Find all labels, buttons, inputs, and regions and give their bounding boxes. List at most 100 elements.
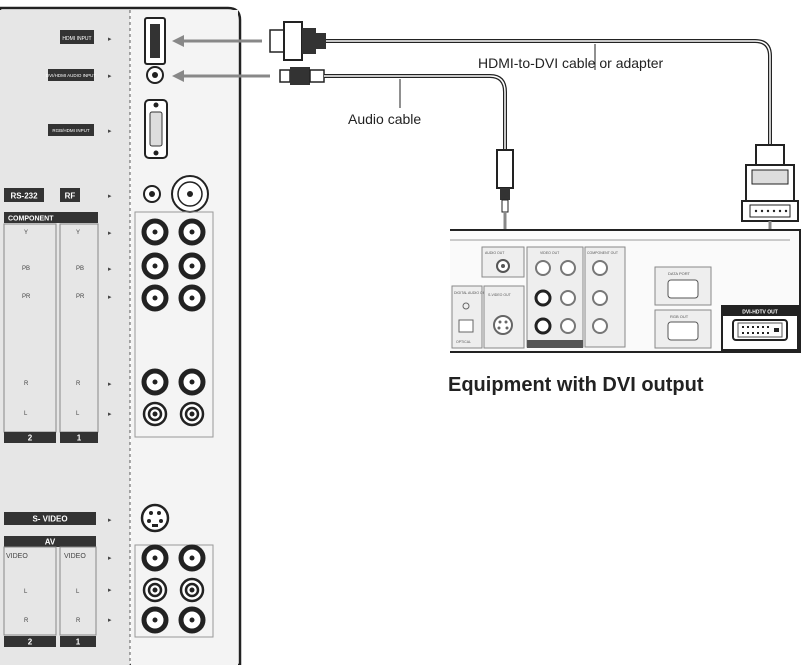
svg-text:▸: ▸ [108, 555, 112, 562]
av-r-1: R [76, 618, 81, 624]
hdmi-plug [269, 21, 326, 61]
optical-port[interactable] [458, 319, 474, 333]
dvi-audio-label: DVI/HDMI AUDIO INPUT [46, 73, 97, 78]
input-1-badge [60, 432, 98, 443]
av-input-2-badge [4, 636, 56, 647]
audio-out-strip [527, 340, 583, 348]
av-rca-jacks[interactable] [141, 544, 206, 634]
comp-r-2: R [24, 381, 29, 387]
av-input-1-badge [60, 636, 96, 647]
hdmi-input-port[interactable] [144, 17, 166, 65]
av-l-1: L [76, 589, 80, 595]
dvi-out-label-bar [722, 306, 798, 316]
component-label: COMPONENT [8, 216, 54, 223]
av-input-2-label: 2 [28, 638, 33, 647]
svg-text:▸: ▸ [108, 230, 112, 237]
hdmi-arrow [172, 35, 262, 47]
component-jack-frame [134, 211, 214, 438]
component-rca-jacks[interactable] [141, 218, 206, 427]
data-port-connector[interactable] [667, 279, 699, 299]
hdmi-label-badge [60, 30, 94, 44]
audio-cable-label: Audio cable [348, 111, 421, 127]
comp-pr-2: PR [22, 294, 31, 300]
svg-text:▸: ▸ [108, 587, 112, 594]
comp-pb-1: PB [76, 266, 84, 272]
comp-y-2: Y [24, 230, 28, 236]
input-2-label: 2 [28, 434, 33, 443]
av-column-1 [59, 546, 97, 636]
video-out-label: VIDEO OUT [540, 251, 560, 255]
svg-text:▸: ▸ [108, 266, 112, 273]
rgb-input-port[interactable] [144, 99, 168, 159]
input-2-badge [4, 432, 56, 443]
hdmi-cable-label: HDMI-to-DVI cable or adapter [478, 55, 664, 71]
rgb-label-badge [48, 124, 94, 136]
svideo-jack[interactable] [140, 503, 170, 533]
dvi-audio-label-badge [48, 69, 94, 81]
svideo-badge [4, 512, 96, 525]
av-badge [4, 536, 96, 547]
av-video-1: VIDEO [64, 553, 86, 560]
audio-arrow [172, 70, 270, 82]
data-port-label: DATA PORT [668, 271, 691, 276]
rs232-jack[interactable] [143, 185, 161, 203]
arrow-marker: ▸ [108, 36, 112, 43]
hdmi-to-dvi-cable-core [326, 40, 771, 145]
rgb-out-label: RGB OUT [670, 314, 689, 319]
av-input-1-label: 1 [76, 638, 81, 647]
rgb-out-connector[interactable] [667, 321, 699, 341]
hdmi-label: HDMI INPUT [62, 36, 91, 42]
arrow-markers-component: ▸ ▸ ▸ ▸ ▸ [108, 230, 112, 418]
arrow-marker: ▸ [108, 128, 112, 135]
comp-l-2: L [24, 411, 28, 417]
audio-out-label: AUDIO OUT [485, 251, 505, 255]
dvi-plug [741, 144, 799, 222]
audio-plug-device-end [496, 149, 514, 213]
rf-label: RF [65, 192, 76, 201]
av-column-2 [3, 546, 57, 636]
svg-text:▸: ▸ [108, 411, 112, 418]
tv-rear-panel [0, 6, 242, 665]
svideo-label: S- VIDEO [32, 515, 67, 524]
comp-pb-2: PB [22, 266, 30, 272]
digital-audio-block [451, 285, 483, 349]
input-1-label: 1 [77, 434, 82, 443]
av-jack-frame [134, 544, 214, 638]
comp-pr-1: PR [76, 294, 85, 300]
component-badge [4, 212, 98, 223]
rs232-badge [4, 188, 44, 202]
av-l-2: L [24, 589, 28, 595]
av-r-2: R [24, 618, 29, 624]
device-dvi-out-connector[interactable] [732, 319, 788, 341]
optical-label: OPTICAL [456, 340, 471, 344]
digital-audio-label: DIGITAL AUDIO OUT [454, 291, 488, 295]
component-out-label: COMPONENT OUT [587, 251, 619, 255]
svg-text:▸: ▸ [108, 294, 112, 301]
equipment-caption: Equipment with DVI output [448, 374, 704, 396]
device-audio-out-jack[interactable] [496, 259, 510, 273]
comp-y-1: Y [76, 230, 80, 236]
svideo-out-label: S-VIDEO OUT [488, 293, 512, 297]
rf-badge [60, 188, 80, 202]
svg-text:▸: ▸ [108, 617, 112, 624]
svg-text:▸: ▸ [108, 381, 112, 388]
device-video-out-jacks[interactable] [534, 260, 576, 335]
arrow-marker: ▸ [108, 193, 112, 200]
av-video-2: VIDEO [6, 553, 28, 560]
dvi-out-label: DVI-HDTV OUT [742, 310, 778, 316]
audio-cable-core [324, 75, 506, 150]
audio-plug [279, 67, 325, 85]
device-svideo-out-jack[interactable] [493, 315, 513, 335]
digital-audio-jack[interactable] [462, 302, 470, 310]
dvi-audio-input-jack[interactable] [146, 66, 164, 84]
device-component-out-jacks[interactable] [592, 260, 608, 334]
comp-l-1: L [76, 411, 80, 417]
comp-r-1: R [76, 381, 81, 387]
arrow-markers-av: ▸ ▸ ▸ [108, 555, 112, 624]
rgb-label: RGB/HDMI INPUT [52, 128, 90, 133]
av-label: AV [45, 538, 56, 547]
rf-connector[interactable] [171, 175, 209, 213]
arrow-marker: ▸ [108, 517, 112, 524]
arrow-marker: ▸ [108, 73, 112, 80]
